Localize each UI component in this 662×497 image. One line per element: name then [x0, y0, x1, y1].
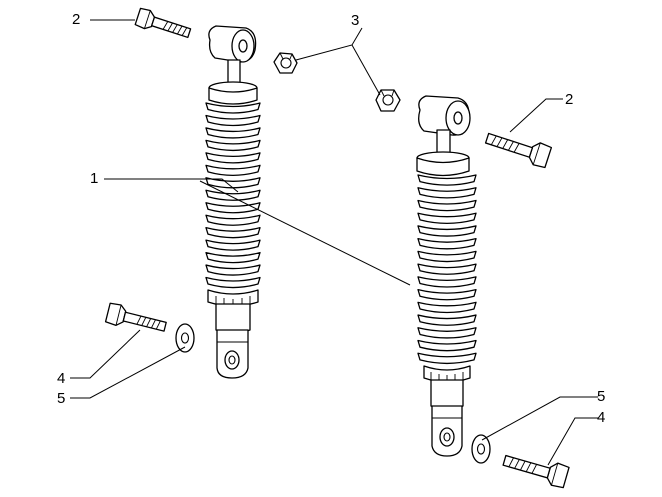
bolt-top-left: [134, 7, 192, 39]
left-bottom-eye: [216, 329, 249, 379]
left-coil-turn: [205, 239, 261, 251]
left-stem: [227, 59, 241, 85]
bolt-left-lower: [104, 302, 167, 332]
left-coil-turn: [205, 202, 261, 214]
right-coil-spring: [417, 174, 477, 365]
callout-5-right: 5: [597, 388, 606, 405]
left-spring-cap: [208, 81, 258, 105]
callout-3: 3: [351, 12, 360, 29]
right-coil-turn: [417, 339, 477, 352]
left-coil-turn: [205, 152, 261, 164]
right-coil-turn: [417, 174, 477, 186]
callout-5-left: 5: [57, 390, 66, 407]
right-spring-cap: [416, 151, 470, 177]
left-shock-absorber: [205, 25, 261, 379]
washer-left: [175, 323, 195, 353]
left-coil-turn: [205, 164, 261, 176]
callout-1: 1: [90, 170, 99, 187]
nut-lower: [375, 89, 401, 112]
right-coil-turn: [417, 301, 477, 314]
right-coil-turn: [417, 187, 477, 199]
right-coil-turn: [417, 225, 477, 237]
right-coil-turn: [417, 288, 477, 301]
right-shock-absorber: [416, 95, 477, 457]
right-damper-body: [430, 379, 464, 410]
right-coil-turn: [417, 327, 477, 339]
left-top-eye-mount: [208, 25, 257, 63]
left-coil-turn: [205, 189, 261, 201]
callout-2-top-left: 2: [72, 11, 81, 28]
right-top-eye-mount: [418, 95, 471, 136]
left-coil-turn: [205, 264, 261, 276]
left-coil-turn: [205, 227, 261, 239]
left-coil-turn: [205, 139, 261, 152]
left-coil-turn: [205, 102, 261, 114]
washer-right: [471, 434, 491, 464]
right-coil-turn: [417, 352, 477, 365]
left-damper-body: [215, 303, 251, 334]
left-coil-turn: [205, 114, 261, 127]
right-stem: [436, 129, 451, 156]
bolt-right-upper: [484, 132, 553, 169]
right-coil-turn: [417, 314, 477, 326]
callout-4-left: 4: [57, 370, 66, 387]
callout-4-right: 4: [597, 409, 606, 426]
left-coil-turn: [205, 276, 261, 289]
right-coil-turn: [417, 238, 477, 250]
left-coil-turn: [205, 251, 261, 264]
right-coil-turn: [417, 212, 477, 225]
leader-lines: [70, 19, 598, 466]
right-coil-turn: [417, 263, 477, 275]
right-coil-turn: [417, 276, 477, 288]
nut-upper: [273, 52, 298, 74]
left-coil-spring: [205, 102, 261, 289]
right-bottom-eye: [431, 405, 463, 457]
callout-2-right: 2: [565, 91, 574, 108]
right-coil-turn: [417, 199, 477, 212]
left-coil-turn: [205, 214, 261, 226]
bolt-right-lower: [502, 454, 570, 489]
right-coil-turn: [417, 250, 477, 263]
left-coil-turn: [205, 127, 261, 139]
